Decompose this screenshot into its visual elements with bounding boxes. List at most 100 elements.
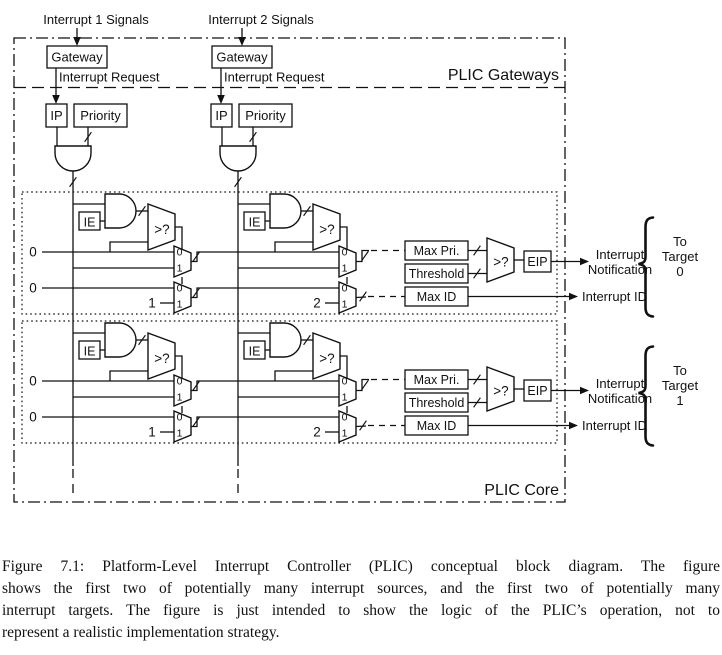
source1-id: 1: [148, 425, 156, 440]
plic-gateways-label: PLIC Gateways: [448, 67, 559, 84]
threshold-label: Threshold: [409, 396, 465, 410]
and-gate: [104, 322, 137, 358]
chain-init-priority: 0: [29, 245, 37, 260]
threshold-label: Threshold: [409, 267, 465, 281]
gateway-label: Gateway: [216, 50, 268, 65]
mux-in0-label: 0: [177, 376, 183, 388]
eip-box: [523, 379, 552, 402]
chain-init-id: 0: [29, 410, 37, 425]
plic-outer-box: [13, 37, 566, 503]
ie-label: IE: [84, 216, 96, 230]
arrowhead-icon: [238, 37, 246, 46]
ie-box: [243, 340, 266, 360]
max-pri-label: Max Pri.: [414, 373, 460, 387]
mux-in0-label: 0: [177, 247, 183, 259]
mux-in0-label: 0: [342, 247, 348, 259]
arrowhead-icon: [569, 421, 578, 430]
source-column-1: Interrupt 1 Signals Gateway Interrupt Re…: [43, 12, 160, 188]
mux-in1-label: 1: [177, 263, 183, 275]
max-pri-box: [404, 240, 469, 261]
max-id-label: Max ID: [417, 290, 457, 304]
mux-in0-label: 0: [177, 412, 183, 424]
comparator-label: >?: [319, 222, 334, 237]
mux-in0-label: 0: [342, 412, 348, 424]
priority-label: Priority: [80, 108, 121, 123]
brace: [638, 216, 655, 318]
caption-line: shows the first two of potentially many …: [2, 580, 720, 597]
source1-id: 1: [148, 296, 156, 311]
interrupt-request-label: Interrupt Request: [224, 70, 325, 85]
priority-box: [238, 103, 293, 128]
comparator-label: >?: [319, 351, 334, 366]
max-pri-box: [404, 369, 469, 390]
eip-label: EIP: [527, 255, 547, 269]
wires: [42, 203, 581, 304]
mux-in1-label: 1: [177, 392, 183, 404]
target-label: Target: [662, 378, 699, 393]
source-trunk-wires: [72, 171, 239, 493]
eip-label: EIP: [527, 384, 547, 398]
priority-label: Priority: [245, 108, 286, 123]
chain-init-id: 0: [29, 281, 37, 296]
notification-label: Interrupt: [596, 376, 645, 391]
and-gate: [269, 322, 302, 358]
target-block-1: IE IE >? >? >? 0 1 0 1 0 1 0 1 0 0 1 2 M…: [21, 320, 699, 447]
caption-line: represent a realistic implementation str…: [2, 624, 280, 641]
arrowhead-icon: [217, 95, 225, 104]
threshold-box: [404, 392, 469, 413]
arrowhead-icon: [569, 292, 578, 301]
wires: [42, 332, 581, 433]
ie-box: [243, 211, 266, 231]
priority-box: [73, 103, 128, 128]
interrupt-id-label: Interrupt ID: [582, 289, 647, 304]
mux-in1-label: 1: [342, 392, 348, 404]
figure-caption: Figure 7.1: Platform-Level Interrupt Con…: [0, 556, 722, 644]
ie-box: [78, 340, 101, 360]
ie-label: IE: [249, 216, 261, 230]
ie-label: IE: [84, 345, 96, 359]
arrowhead-icon: [52, 95, 60, 104]
mux-in1-label: 1: [342, 428, 348, 440]
caption-line: interrupt targets. The figure is just in…: [2, 602, 720, 619]
and-gate: [54, 145, 92, 172]
target-box: [21, 320, 558, 444]
mux-in0-label: 0: [177, 283, 183, 295]
max-pri-label: Max Pri.: [414, 244, 460, 258]
mux-in0-label: 0: [342, 376, 348, 388]
interrupt-request-label: Interrupt Request: [59, 70, 160, 85]
max-id-box: [404, 286, 469, 307]
and-gate: [104, 193, 137, 229]
ie-box: [78, 211, 101, 231]
target-block-0: IE IE >? >? >? 0 1 0 1 0 1 0 1 0 0 1 2 M…: [21, 191, 699, 318]
target-label: Target: [662, 249, 699, 264]
mux-in1-label: 1: [177, 428, 183, 440]
mux-in1-label: 1: [342, 299, 348, 311]
mux-in1-label: 1: [342, 263, 348, 275]
max-id-box: [404, 415, 469, 436]
source2-id: 2: [313, 296, 321, 311]
caption-line: Figure 7.1: Platform-Level Interrupt Con…: [2, 558, 720, 575]
eip-box: [523, 250, 552, 273]
gateway-box: [211, 45, 273, 69]
interrupt-signals-label: Interrupt 1 Signals: [43, 12, 149, 27]
to-label: To: [673, 234, 687, 249]
and-gate: [269, 193, 302, 229]
to-label: To: [673, 363, 687, 378]
notification-label: Notification: [588, 391, 652, 406]
threshold-box: [404, 263, 469, 284]
comparator-label: >?: [154, 351, 169, 366]
interrupt-id-label: Interrupt ID: [582, 418, 647, 433]
mux-in0-label: 0: [342, 283, 348, 295]
comparator-label: >?: [154, 222, 169, 237]
ip-label: IP: [50, 108, 62, 123]
comparator-label: >?: [493, 255, 508, 270]
target-index: 0: [676, 264, 683, 279]
max-id-label: Max ID: [417, 419, 457, 433]
source2-id: 2: [313, 425, 321, 440]
ip-label: IP: [215, 108, 227, 123]
target-box: [21, 191, 558, 315]
notification-label: Notification: [588, 262, 652, 277]
interrupt-signals-label: Interrupt 2 Signals: [208, 12, 314, 27]
chain-init-priority: 0: [29, 374, 37, 389]
